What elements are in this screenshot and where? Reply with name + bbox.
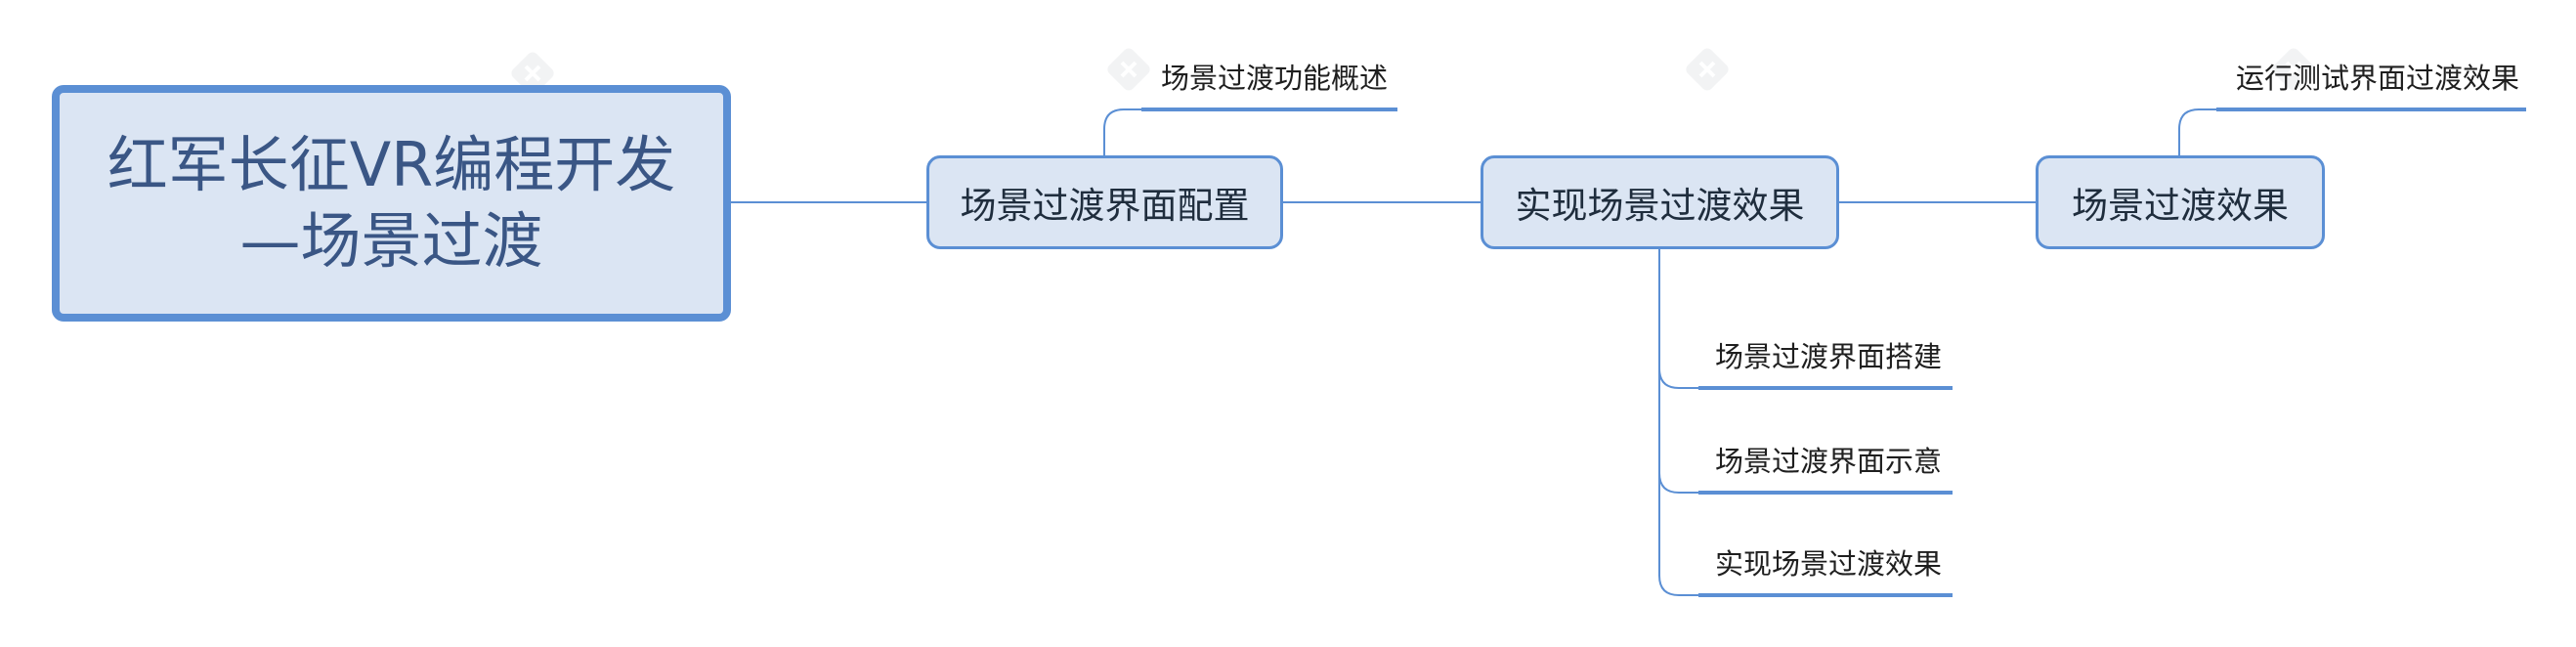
subtopic-function-overview[interactable]: 场景过渡功能概述	[1161, 59, 1405, 98]
connector-topic2-sub1	[1658, 249, 1700, 389]
subtopic-label: 实现场景过渡效果	[1715, 547, 1943, 581]
subtopic-build-interface[interactable]: 场景过渡界面搭建	[1715, 337, 1950, 376]
subtopic-label: 场景过渡功能概述	[1161, 62, 1389, 95]
subtopic-label: 场景过渡界面搭建	[1715, 340, 1943, 373]
subtopic-label: 场景过渡界面示意	[1715, 445, 1943, 478]
connector-topic1-sub1	[1103, 108, 1143, 155]
subtopic-run-test-effect[interactable]: 运行测试界面过渡效果	[2236, 59, 2529, 98]
xmind-watermark	[1673, 35, 1741, 104]
connector-topic2-sub3	[1658, 473, 1700, 596]
xmind-watermark	[2259, 35, 2328, 104]
subtopic-label: 运行测试界面过渡效果	[2236, 62, 2520, 95]
central-topic[interactable]: 红军长征VR编程开发 —场景过渡	[52, 85, 731, 322]
xmind-logo-icon	[2272, 48, 2315, 91]
central-topic-line-1: 红军长征VR编程开发	[107, 129, 676, 200]
xmind-logo-icon	[511, 52, 554, 95]
xmind-watermark	[1095, 35, 1163, 104]
main-topic-label: 场景过渡效果	[2072, 185, 2289, 227]
main-topic-label: 实现场景过渡效果	[1515, 185, 1805, 227]
central-topic-line-2: —场景过渡	[239, 205, 543, 277]
main-topic-scene-transition-config[interactable]: 场景过渡界面配置	[926, 155, 1283, 249]
main-topic-implement-transition[interactable]: 实现场景过渡效果	[1481, 155, 1839, 249]
xmind-logo-icon	[1686, 48, 1729, 91]
xmind-logo-icon	[1107, 48, 1150, 91]
main-topic-label: 场景过渡界面配置	[960, 185, 1250, 227]
xmind-watermark	[498, 39, 567, 108]
main-topic-transition-effect[interactable]: 场景过渡效果	[2036, 155, 2325, 249]
subtopic-interface-illustration[interactable]: 场景过渡界面示意	[1715, 442, 1950, 481]
connector-topic3-sub1	[2178, 108, 2218, 155]
subtopic-implement-effect[interactable]: 实现场景过渡效果	[1715, 544, 1950, 583]
